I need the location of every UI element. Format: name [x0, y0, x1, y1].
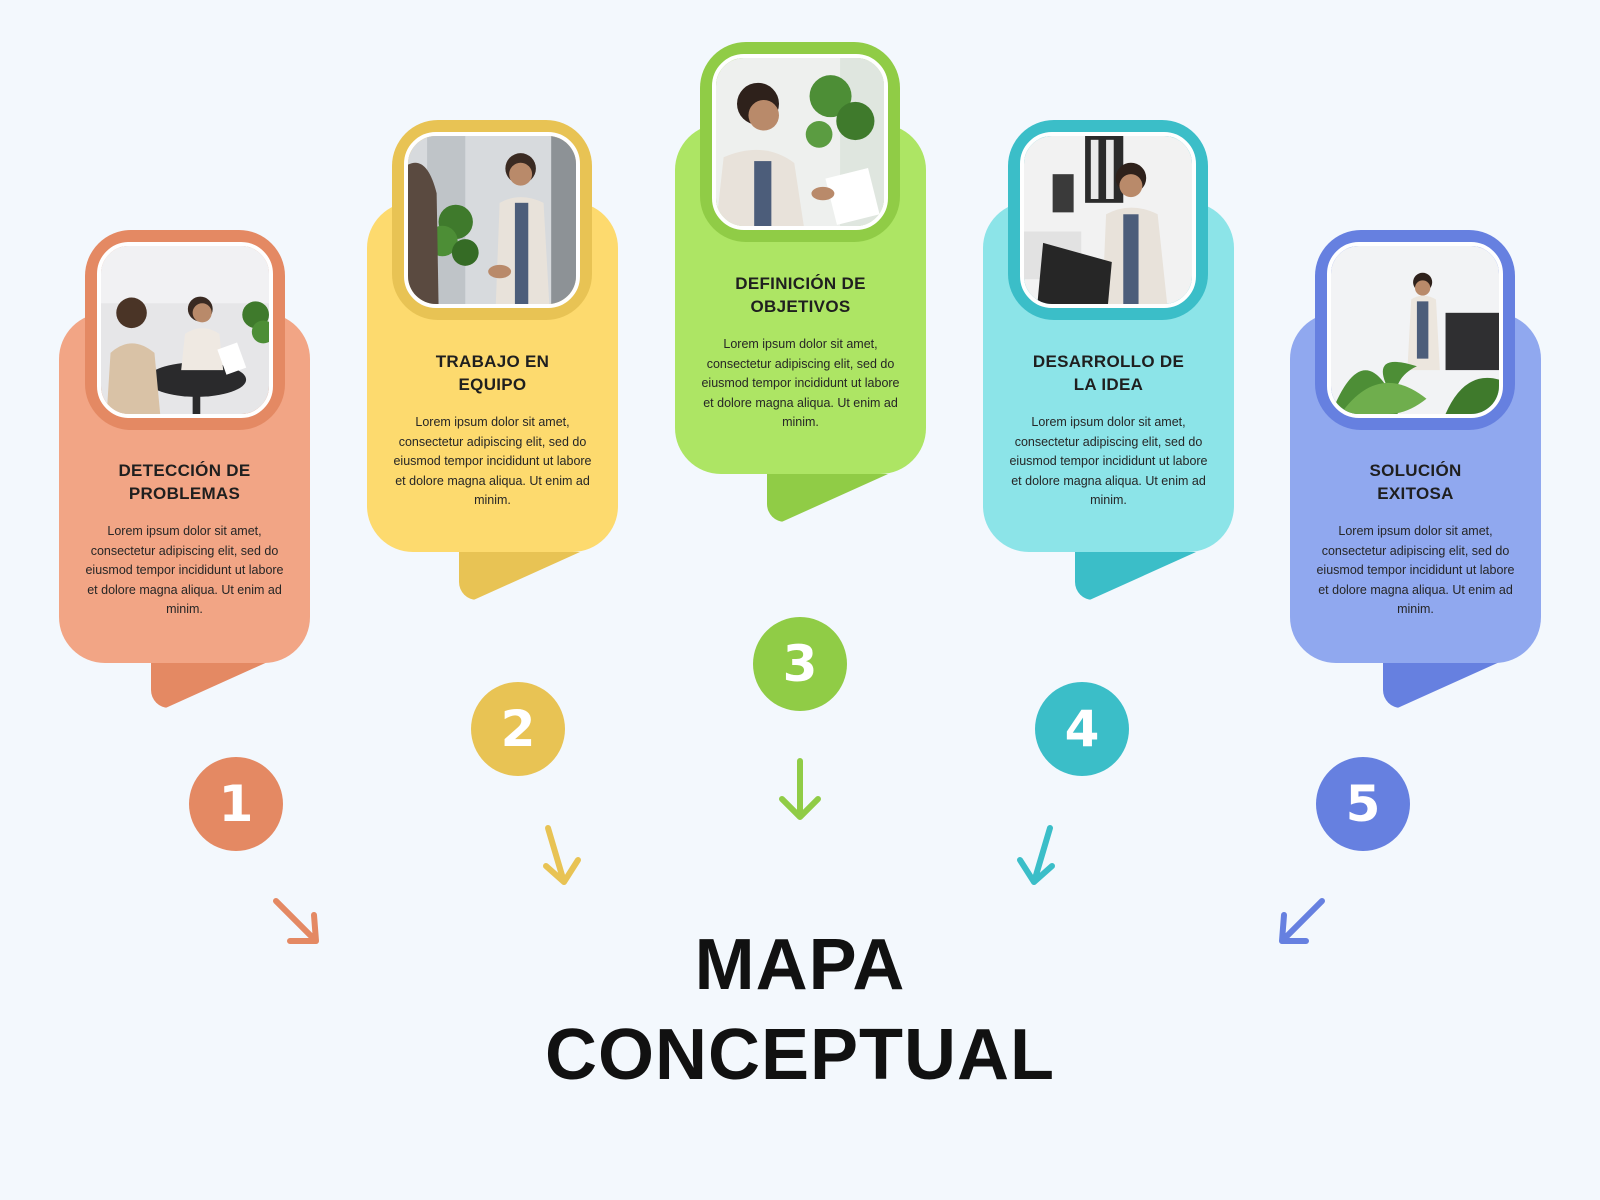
- step-description: Lorem ipsum dolor sit amet, consectetur …: [85, 524, 284, 616]
- step-number-badge: 1: [189, 757, 283, 851]
- step-heading: SOLUCIÓN EXITOSA: [1369, 461, 1462, 503]
- photo-frame: [85, 230, 285, 430]
- title-line-1: MAPA: [694, 925, 906, 1005]
- card-pointer: [1383, 660, 1504, 708]
- step-description: Lorem ipsum dolor sit amet, consectetur …: [393, 415, 592, 507]
- photo-frame: [1315, 230, 1515, 430]
- card-pointer: [1075, 552, 1196, 600]
- step-number-badge: 4: [1035, 682, 1129, 776]
- step-heading: DEFINICIÓN DE OBJETIVOS: [735, 274, 866, 316]
- laptop-work-photo: [1020, 132, 1196, 308]
- step-description: Lorem ipsum dolor sit amet, consectetur …: [1009, 415, 1208, 507]
- meeting-photo: [97, 242, 273, 418]
- arrow-icon: [1017, 825, 1055, 885]
- celebration-photo: [1327, 242, 1503, 418]
- handshake-photo: [404, 132, 580, 308]
- step-heading: TRABAJO EN EQUIPO: [435, 352, 550, 394]
- arrow-icon: [273, 898, 319, 944]
- step-number-badge: 2: [471, 682, 565, 776]
- step-heading: DESARROLLO DE LA IDEA: [1032, 352, 1185, 394]
- photo-frame: [1008, 120, 1208, 320]
- arrow-icon: [779, 758, 821, 820]
- step-description: Lorem ipsum dolor sit amet, consectetur …: [1316, 524, 1515, 616]
- document-review-photo: [712, 54, 888, 230]
- arrow-icon: [1279, 898, 1325, 944]
- step-number-badge: 3: [753, 617, 847, 711]
- step-description: Lorem ipsum dolor sit amet, consectetur …: [701, 337, 900, 429]
- page-title: MAPA CONCEPTUAL: [400, 920, 1200, 1100]
- step-number-badge: 5: [1316, 757, 1410, 851]
- photo-frame: [700, 42, 900, 242]
- card-pointer: [459, 552, 580, 600]
- step-heading: DETECCIÓN DE PROBLEMAS: [118, 461, 251, 503]
- photo-frame: [392, 120, 592, 320]
- card-pointer: [767, 474, 888, 522]
- arrow-icon: [543, 825, 581, 885]
- card-pointer: [151, 660, 272, 708]
- title-line-2: CONCEPTUAL: [545, 1015, 1055, 1095]
